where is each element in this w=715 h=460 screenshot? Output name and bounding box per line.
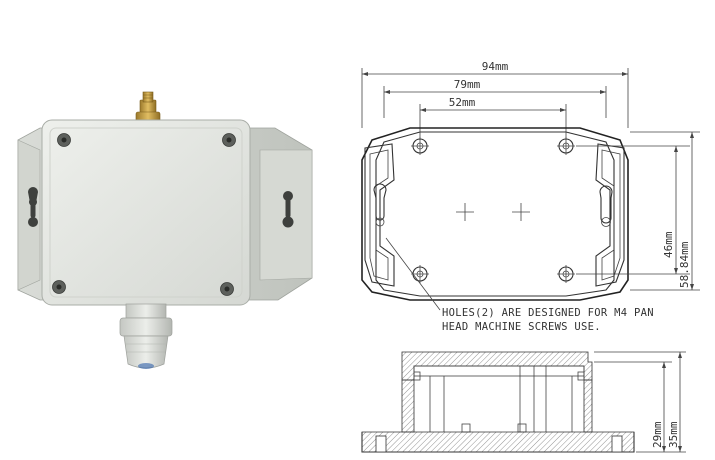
section-flange-base (361, 431, 635, 453)
note-line-2: HEAD MACHINE SCREWS USE. (442, 321, 601, 333)
center-marks (456, 203, 530, 221)
dim-height-outer-label: 58.84mm (678, 241, 691, 288)
dim-overall-width (361, 68, 629, 128)
dim-mount-width (383, 86, 607, 118)
section-right-wall (583, 379, 593, 433)
keyhole-slot-left (28, 187, 38, 227)
dim-height-inner-label: 46mm (662, 231, 675, 258)
antenna-connector (135, 91, 161, 123)
dim-section-inner-label: 29mm (651, 421, 664, 448)
product-photo (17, 91, 313, 369)
dim-holes-label: 52mm (449, 96, 476, 109)
lid-screws (52, 133, 236, 296)
keyhole-slot-right (282, 191, 294, 228)
section-left-wall (401, 379, 415, 433)
section-inner-details (413, 365, 585, 433)
top-view-outline (361, 127, 629, 301)
section-dim-lines (594, 351, 686, 453)
dim-holes-width (419, 104, 567, 140)
section-view-drawing: 29mm 35mm (361, 351, 686, 453)
dim-mount-label: 79mm (454, 78, 481, 91)
dim-overall-label: 94mm (482, 60, 509, 73)
right-mount-tab (595, 143, 625, 287)
dim-section-outer-label: 35mm (667, 421, 680, 448)
note-line-1: HOLES(2) ARE DESIGNED FOR M4 PAN (442, 307, 654, 319)
dim-vertical-lines (576, 131, 700, 291)
corner-holes (411, 137, 575, 283)
cable-gland (119, 303, 173, 369)
left-mount-tab (364, 143, 395, 287)
note-leader (385, 237, 441, 311)
top-view-drawing: 94mm 79mm 52mm (361, 60, 700, 333)
enclosure-lid (41, 119, 251, 306)
